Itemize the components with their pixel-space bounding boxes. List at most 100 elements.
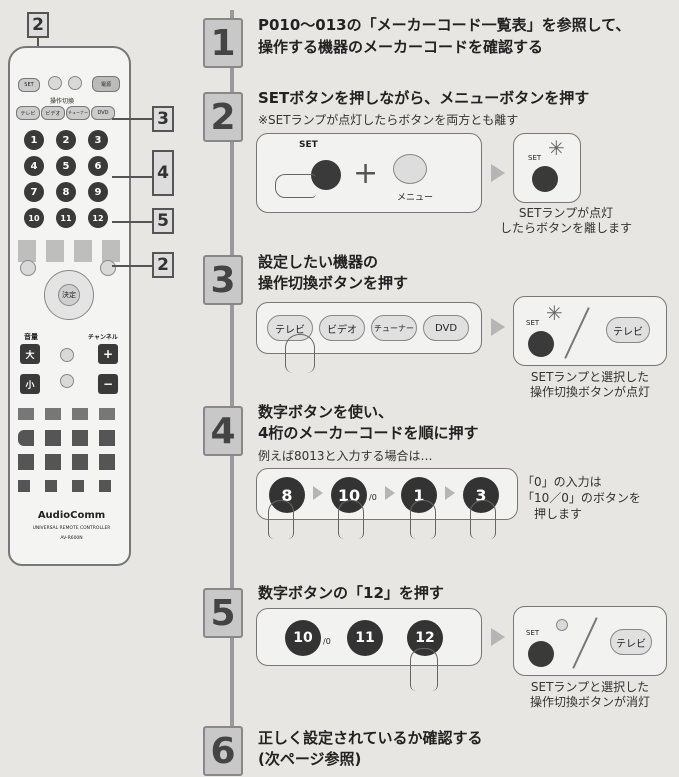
mode-dvd-illustration: DVD xyxy=(423,315,469,341)
remote-subtitle: UNIVERSAL REMOTE CONTROLLER xyxy=(32,526,111,531)
step-5-result-box: SET テレビ xyxy=(513,606,667,676)
hand-icon xyxy=(410,500,436,539)
num-button-4: 4 xyxy=(24,156,44,176)
num-button-9: 9 xyxy=(88,182,108,202)
hand-icon xyxy=(275,174,316,198)
btn-10-illustration: 10 xyxy=(285,620,321,656)
zero-sub-label: /0 xyxy=(369,493,377,502)
callout-5: 5 xyxy=(152,208,174,234)
callout-label: 2 xyxy=(27,12,49,38)
remote-control: SET 電源 操作切換 テレビ ビデオ チューナー DVD 1 2 3 4 5 … xyxy=(8,46,131,566)
transport-row-2 xyxy=(18,430,123,446)
caption-line: したらボタンを離します xyxy=(499,221,632,235)
step-2-press-box: SET + メニュー xyxy=(256,133,482,213)
mute-button xyxy=(60,374,74,388)
btn-12-illustration: 12 xyxy=(407,620,443,656)
arrow-icon xyxy=(385,486,395,500)
caption-line: SETランプと選択した xyxy=(530,680,650,694)
mode-tuner-illustration: チューナー xyxy=(371,315,417,341)
arrow-icon xyxy=(491,628,505,646)
mode-tuner-button: チューナー xyxy=(66,106,90,120)
function-row xyxy=(18,240,121,262)
step-6-title-line1: 正しく設定されているか確認する xyxy=(258,729,483,747)
light-burst-icon: ✳ xyxy=(548,136,565,160)
off-tv-button: テレビ xyxy=(610,629,652,655)
step-2-caption: SETランプが点灯 したらボタンを離します xyxy=(498,206,634,236)
mode-video-illustration: ビデオ xyxy=(319,315,365,341)
channel-down-button: − xyxy=(98,374,118,394)
step-5-buttons-box: 10 /0 11 12 xyxy=(256,608,482,666)
remote-callout-2-top: 2 xyxy=(27,12,49,38)
num-button-7: 7 xyxy=(24,182,44,202)
input-switch-button xyxy=(48,76,62,90)
callout-line xyxy=(112,265,152,267)
hand-icon xyxy=(410,648,438,691)
step-5-caption: SETランプと選択した 操作切換ボタンが消灯 xyxy=(510,680,670,710)
arrow-icon xyxy=(491,164,505,182)
divider-slash xyxy=(564,307,590,359)
brand-logo: AudioComm xyxy=(37,510,106,521)
channel-up-button: + xyxy=(98,344,118,364)
step-2-result-box: SET ✳ xyxy=(513,133,581,203)
callout-3: 3 xyxy=(152,106,174,132)
lit-tv-button: テレビ xyxy=(606,317,650,343)
step-6-title-line2: (次ページ参照) xyxy=(258,750,362,768)
num-button-10: 10 xyxy=(24,208,44,228)
light-burst-icon: ✳ xyxy=(546,301,563,325)
set-lamp-label: SET xyxy=(526,629,540,637)
step-4-title-line1: 数字ボタンを使い、 xyxy=(258,403,394,421)
set-lamp-off xyxy=(528,641,554,667)
caption-line: SETランプが点灯 xyxy=(518,206,614,220)
hand-icon xyxy=(338,500,364,539)
guide-button xyxy=(20,260,36,276)
set-button: SET xyxy=(18,78,40,92)
callout-line xyxy=(112,176,154,178)
callout-4: 4 xyxy=(152,150,174,196)
step-3-title-line2: 操作切換ボタンを押す xyxy=(258,274,409,292)
volume-up-button: 大 xyxy=(20,344,40,364)
volume-label: 音量 xyxy=(24,333,38,341)
set-lamp-label: SET xyxy=(526,319,540,327)
mode-dvd-button: DVD xyxy=(91,106,115,120)
menu-button-illustration xyxy=(393,154,427,184)
arrow-icon xyxy=(491,318,505,336)
hand-icon xyxy=(285,334,315,373)
arrow-icon xyxy=(445,486,455,500)
step-number-6: 6 xyxy=(203,726,243,776)
menu-label: メニュー xyxy=(397,193,434,203)
set-label: SET xyxy=(299,140,318,150)
plus-icon: + xyxy=(353,156,379,191)
step-3-caption: SETランプと選択した 操作切換ボタンが点灯 xyxy=(510,370,670,400)
step-number-5: 5 xyxy=(203,588,243,638)
step-number-2: 2 xyxy=(203,92,243,142)
caption-line: 操作切換ボタンが消灯 xyxy=(529,695,650,709)
menu-button xyxy=(100,260,116,276)
side-note-line: 「0」の入力は xyxy=(522,475,602,489)
side-note-line: 「10／0」のボタンを xyxy=(522,491,641,505)
volume-down-button: 小 xyxy=(20,374,40,394)
step-4-title-line2: 4桁のメーカーコードを順に押す xyxy=(258,424,479,442)
btn-11-illustration: 11 xyxy=(347,620,383,656)
step-3-result-box: SET ✳ テレビ xyxy=(513,296,667,366)
transport-row-1 xyxy=(18,408,123,420)
set-button-illustration xyxy=(311,160,341,190)
callout-2-menu: 2 xyxy=(152,252,174,278)
channel-label: チャンネル xyxy=(88,334,118,341)
step-number-1: 1 xyxy=(203,18,243,68)
set-lamp-lit xyxy=(532,166,558,192)
audio-switch-button xyxy=(68,76,82,90)
num-button-6: 6 xyxy=(88,156,108,176)
num-button-11: 11 xyxy=(56,208,76,228)
num-button-12: 12 xyxy=(88,208,108,228)
step-5-title: 数字ボタンの「12」を押す xyxy=(258,584,444,602)
set-lamp-label: SET xyxy=(528,154,542,162)
num-button-8: 8 xyxy=(56,182,76,202)
step-4-side-note: 「0」の入力は 「10／0」のボタンを 押します xyxy=(522,474,672,522)
divider-slash xyxy=(572,617,598,669)
zero-sub-label: /0 xyxy=(323,637,331,646)
power-button: 電源 xyxy=(92,76,120,92)
caption-line: 操作切換ボタンが点灯 xyxy=(529,385,650,399)
step-1-title-line2: 操作する機器のメーカーコードを確認する xyxy=(258,38,544,56)
num-button-3: 3 xyxy=(88,130,108,150)
lamp-off-indicator xyxy=(556,619,568,631)
